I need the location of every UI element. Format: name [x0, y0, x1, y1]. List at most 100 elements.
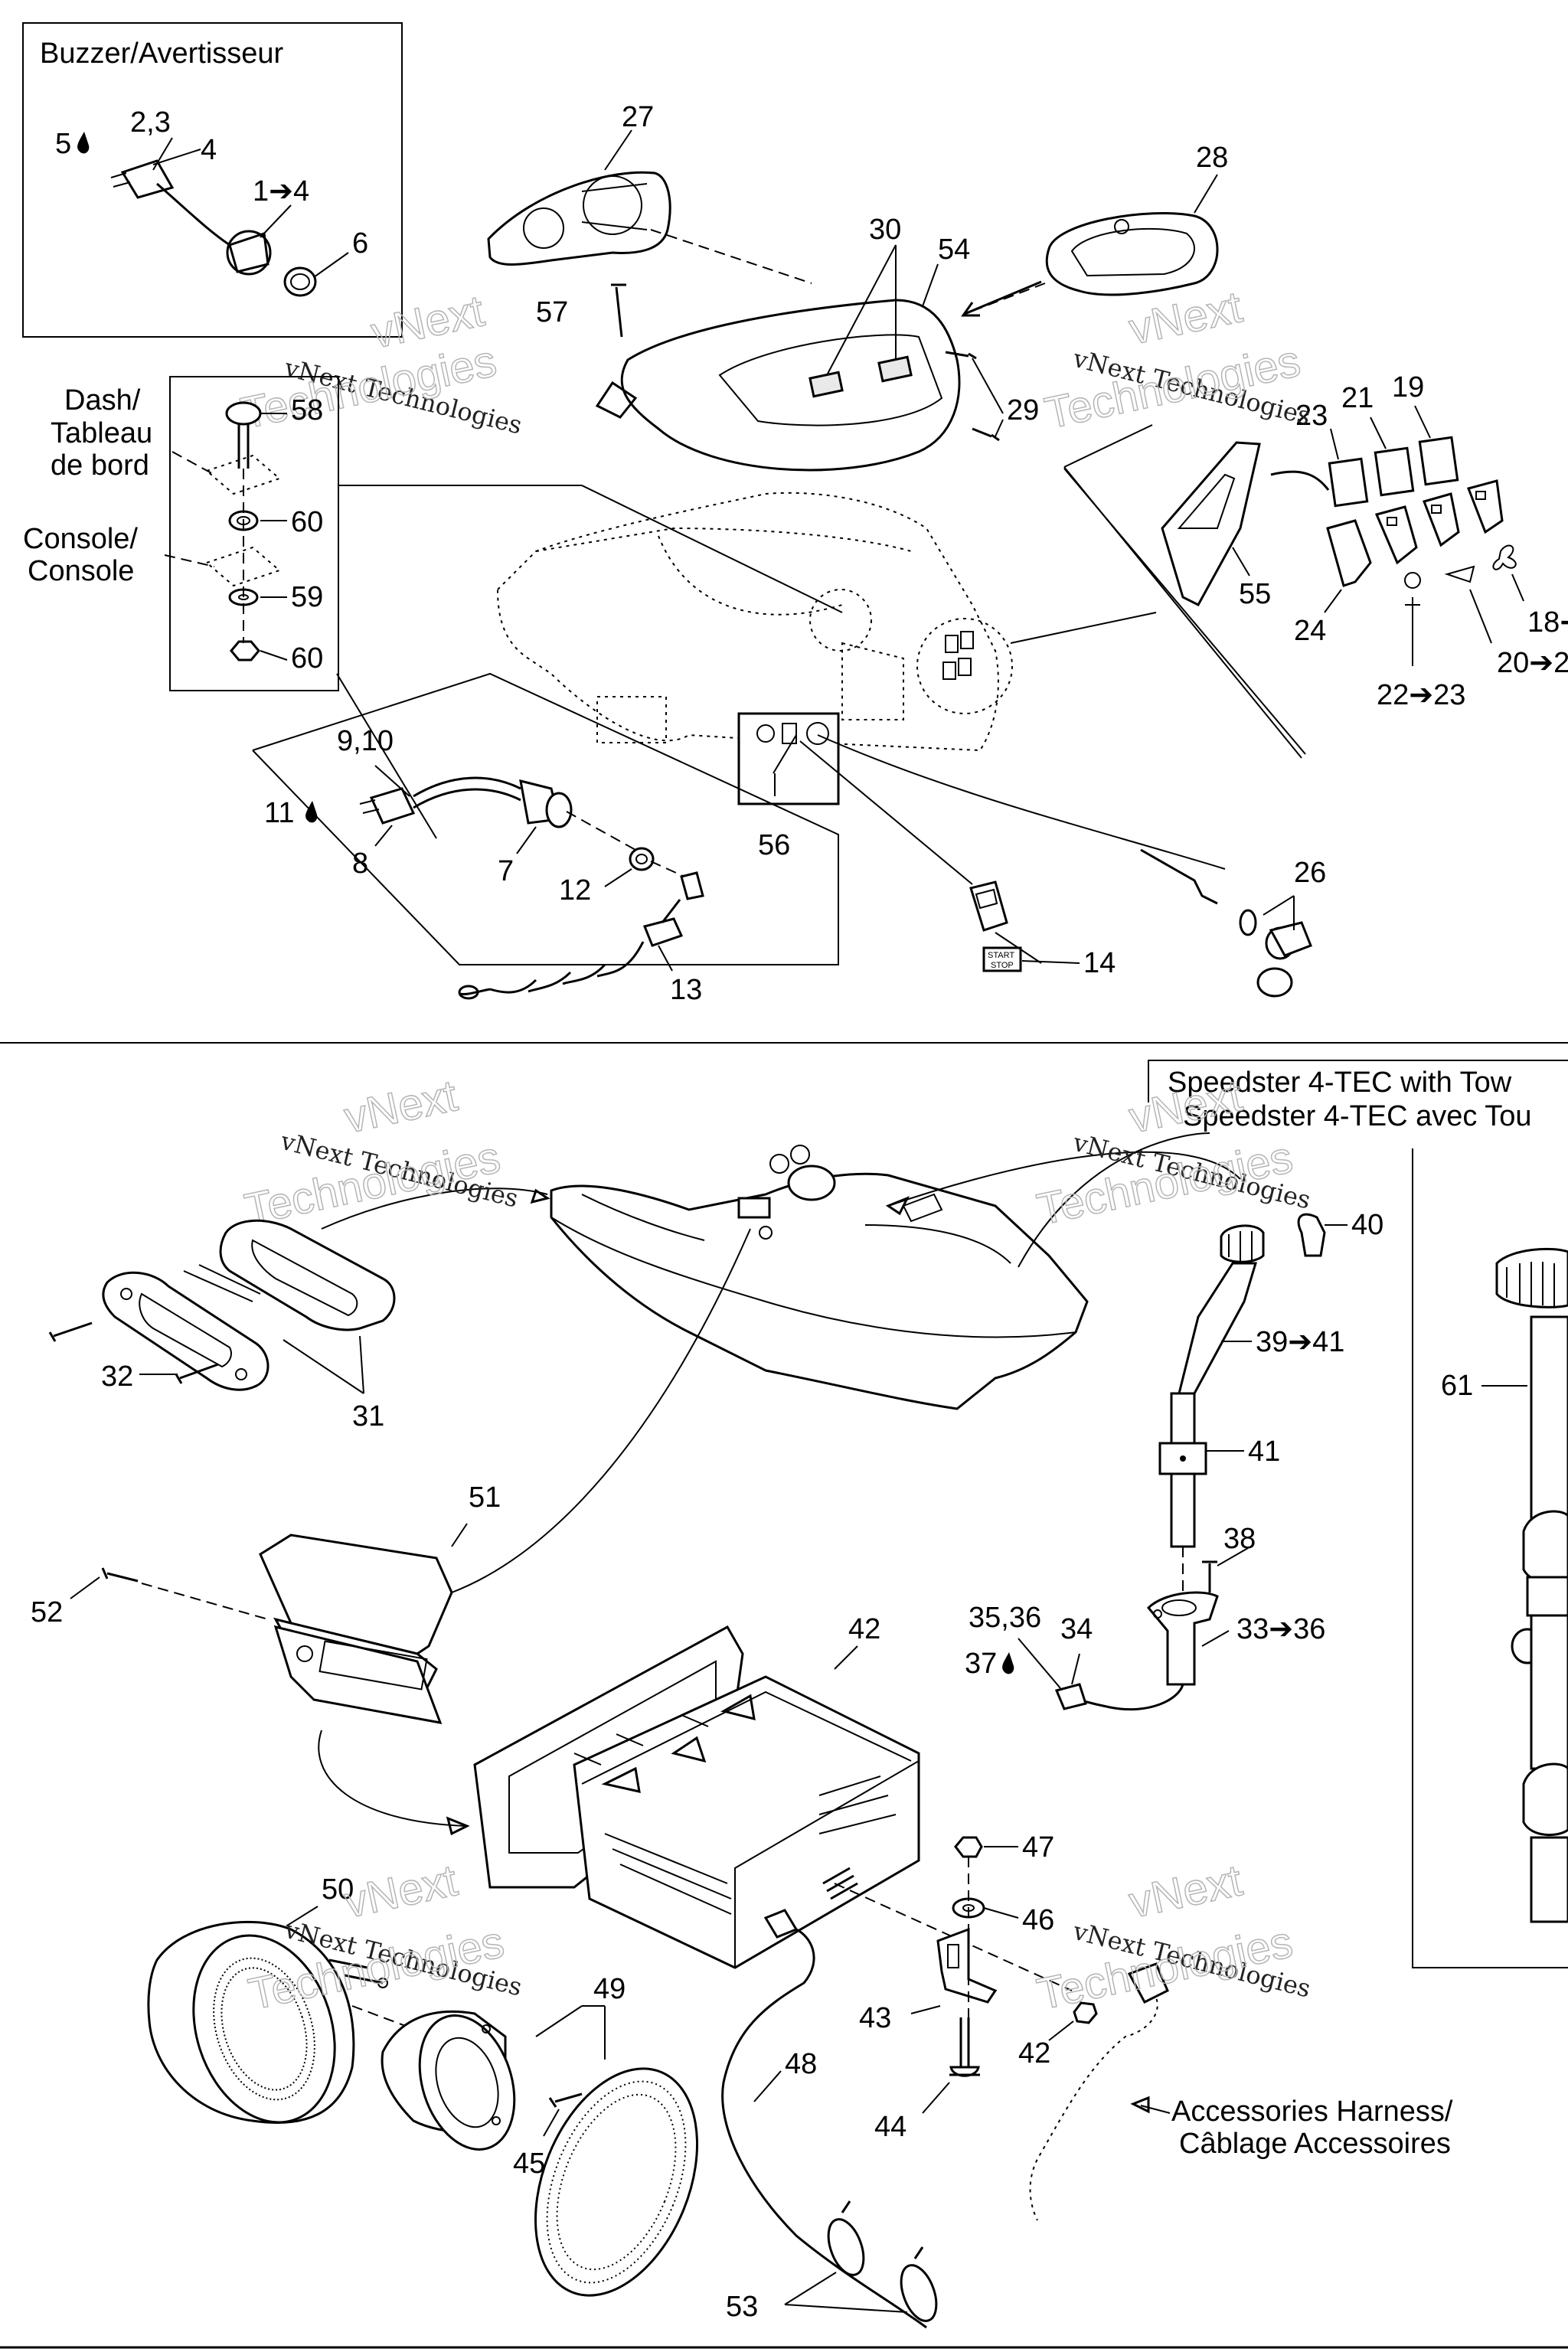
label-29: 29	[1007, 394, 1039, 426]
harness-label-2: Câblage Accessoires	[1179, 2128, 1451, 2160]
label-31: 31	[352, 1400, 384, 1432]
dash-label-line2: Tableau	[51, 417, 152, 449]
label-60-bottom: 60	[291, 642, 323, 675]
label-30: 30	[869, 214, 901, 246]
start-label: START	[988, 951, 1014, 960]
label-39-to-41: 39➔41	[1256, 1326, 1344, 1358]
label-18: 18➔	[1527, 606, 1568, 639]
accessories-harness: Accessories Harness/ Câblage Accessoires	[1029, 1962, 1453, 2221]
instrument-cluster-27: 27	[487, 101, 671, 266]
harness-label-1: Accessories Harness/	[1171, 2096, 1453, 2128]
drop-icon	[77, 132, 90, 154]
wire-48-clamps-53: 48 53	[721, 1909, 938, 2329]
rocker-switches: 24	[1294, 479, 1504, 647]
label-5: 5	[55, 128, 71, 160]
switch-icons: 22➔23 20➔2 18➔	[1377, 544, 1568, 711]
console-label-line1: Console/	[23, 523, 138, 555]
label-48: 48	[785, 2048, 817, 2080]
label-13: 13	[670, 974, 702, 1006]
label-50: 50	[322, 1873, 354, 1906]
speaker-assembly: 50 45 49	[147, 1873, 698, 2297]
label-41: 41	[1248, 1436, 1280, 1468]
switch-cluster-detail	[942, 631, 974, 680]
horn-icon	[1444, 565, 1475, 583]
label-23: 23	[1295, 400, 1328, 432]
label-32: 32	[101, 1361, 133, 1393]
buzzer-box	[22, 22, 403, 338]
label-21: 21	[1341, 382, 1374, 414]
switch-panel-55: 55	[1161, 441, 1330, 610]
label-33-to-36: 33➔36	[1236, 1613, 1325, 1645]
console-deck: 56	[496, 492, 1013, 861]
label-56: 56	[758, 829, 790, 861]
label-9-10: 9,10	[337, 725, 394, 757]
watermark-1: vNext vNext Technologies Technologies	[236, 286, 524, 440]
label-45: 45	[513, 2148, 545, 2180]
dash-housing: 30 54 29 57	[536, 214, 1039, 472]
svg-text:vNext: vNext	[1125, 1855, 1246, 1927]
label-37: 37	[965, 1648, 997, 1680]
label-46: 46	[1022, 1904, 1054, 1936]
label-6: 6	[352, 227, 368, 260]
label-12: 12	[559, 874, 591, 906]
label-24: 24	[1294, 615, 1326, 647]
bracket-hardware: 47 46 43 42 44	[822, 1831, 1098, 2143]
svg-text:Technologies: Technologies	[1033, 1917, 1297, 2020]
label-53: 53	[726, 2291, 758, 2323]
tow-pole-parts: 40 39➔41 41 38 33➔36 34 35,36 37	[965, 1209, 1383, 1711]
svg-text:vNext: vNext	[340, 1855, 462, 1927]
label-14: 14	[1083, 947, 1116, 979]
label-26: 26	[1294, 857, 1326, 889]
radio-housing-51: 51 52	[31, 1481, 501, 1724]
label-27: 27	[622, 101, 654, 133]
drop-icon-11	[305, 801, 318, 823]
label-42-top: 42	[848, 1613, 880, 1645]
label-38: 38	[1223, 1523, 1256, 1555]
bezel-28: 28	[1045, 142, 1228, 296]
svg-text:vNext: vNext	[340, 1070, 462, 1142]
label-42-bottom: 42	[1018, 2037, 1050, 2069]
power-outlet-26: 26	[817, 734, 1326, 998]
label-60-top: 60	[291, 506, 323, 538]
drop-icon-37	[1002, 1652, 1014, 1674]
label-8: 8	[352, 848, 368, 880]
label-54: 54	[938, 234, 970, 266]
label-59: 59	[291, 581, 323, 613]
label-7: 7	[498, 855, 514, 887]
tow-box-title-2: Speedster 4-TEC avec Tou	[1183, 1100, 1532, 1132]
label-51: 51	[469, 1481, 501, 1514]
boat-hull	[550, 1145, 1089, 1410]
label-49: 49	[593, 1973, 626, 2005]
label-11: 11	[264, 797, 294, 829]
stop-label: STOP	[991, 961, 1014, 970]
label-1-to-4: 1➔4	[253, 175, 309, 207]
dash-label-line3: de bord	[51, 449, 149, 482]
lanyard-connector-area: 8 11 9,10 7 12 13	[252, 672, 839, 1006]
label-61: 61	[1441, 1370, 1473, 1402]
gauge-icon	[1405, 597, 1420, 612]
mounting-hardware-stack: Dash/ Tableau de bord Console/ Console 5…	[23, 376, 843, 691]
label-58: 58	[291, 394, 323, 426]
fan-icon	[1492, 544, 1517, 570]
label-35-36: 35,36	[969, 1602, 1041, 1634]
label-19: 19	[1392, 371, 1424, 403]
buzzer-inset: Buzzer/Avertisseur 5 2,3 4 1➔4 6	[22, 22, 403, 338]
watermark-2: vNext vNext Technologies Technologies	[1040, 282, 1313, 439]
label-20: 20➔2	[1497, 647, 1568, 679]
label-22-to-23: 22➔23	[1377, 679, 1465, 711]
buzzer-box-title: Buzzer/Avertisseur	[40, 38, 284, 70]
tow-box-title-1: Speedster 4-TEC with Tow	[1168, 1067, 1512, 1099]
label-44: 44	[874, 2111, 906, 2143]
dash-label-line1: Dash/	[64, 384, 141, 416]
tow-box: Speedster 4-TEC with Tow Speedster 4-TEC…	[1148, 1060, 1568, 1968]
bulb-icon	[1404, 572, 1421, 589]
start-stop-switch: START STOP 14	[773, 734, 1116, 979]
label-52: 52	[31, 1596, 63, 1628]
switch-covers: 23 21 19	[1295, 371, 1459, 508]
label-55: 55	[1239, 578, 1271, 610]
stereo-unit-42: 42	[473, 1613, 1073, 1991]
label-28: 28	[1196, 142, 1228, 174]
label-47: 47	[1022, 1831, 1054, 1864]
label-57: 57	[536, 296, 568, 328]
